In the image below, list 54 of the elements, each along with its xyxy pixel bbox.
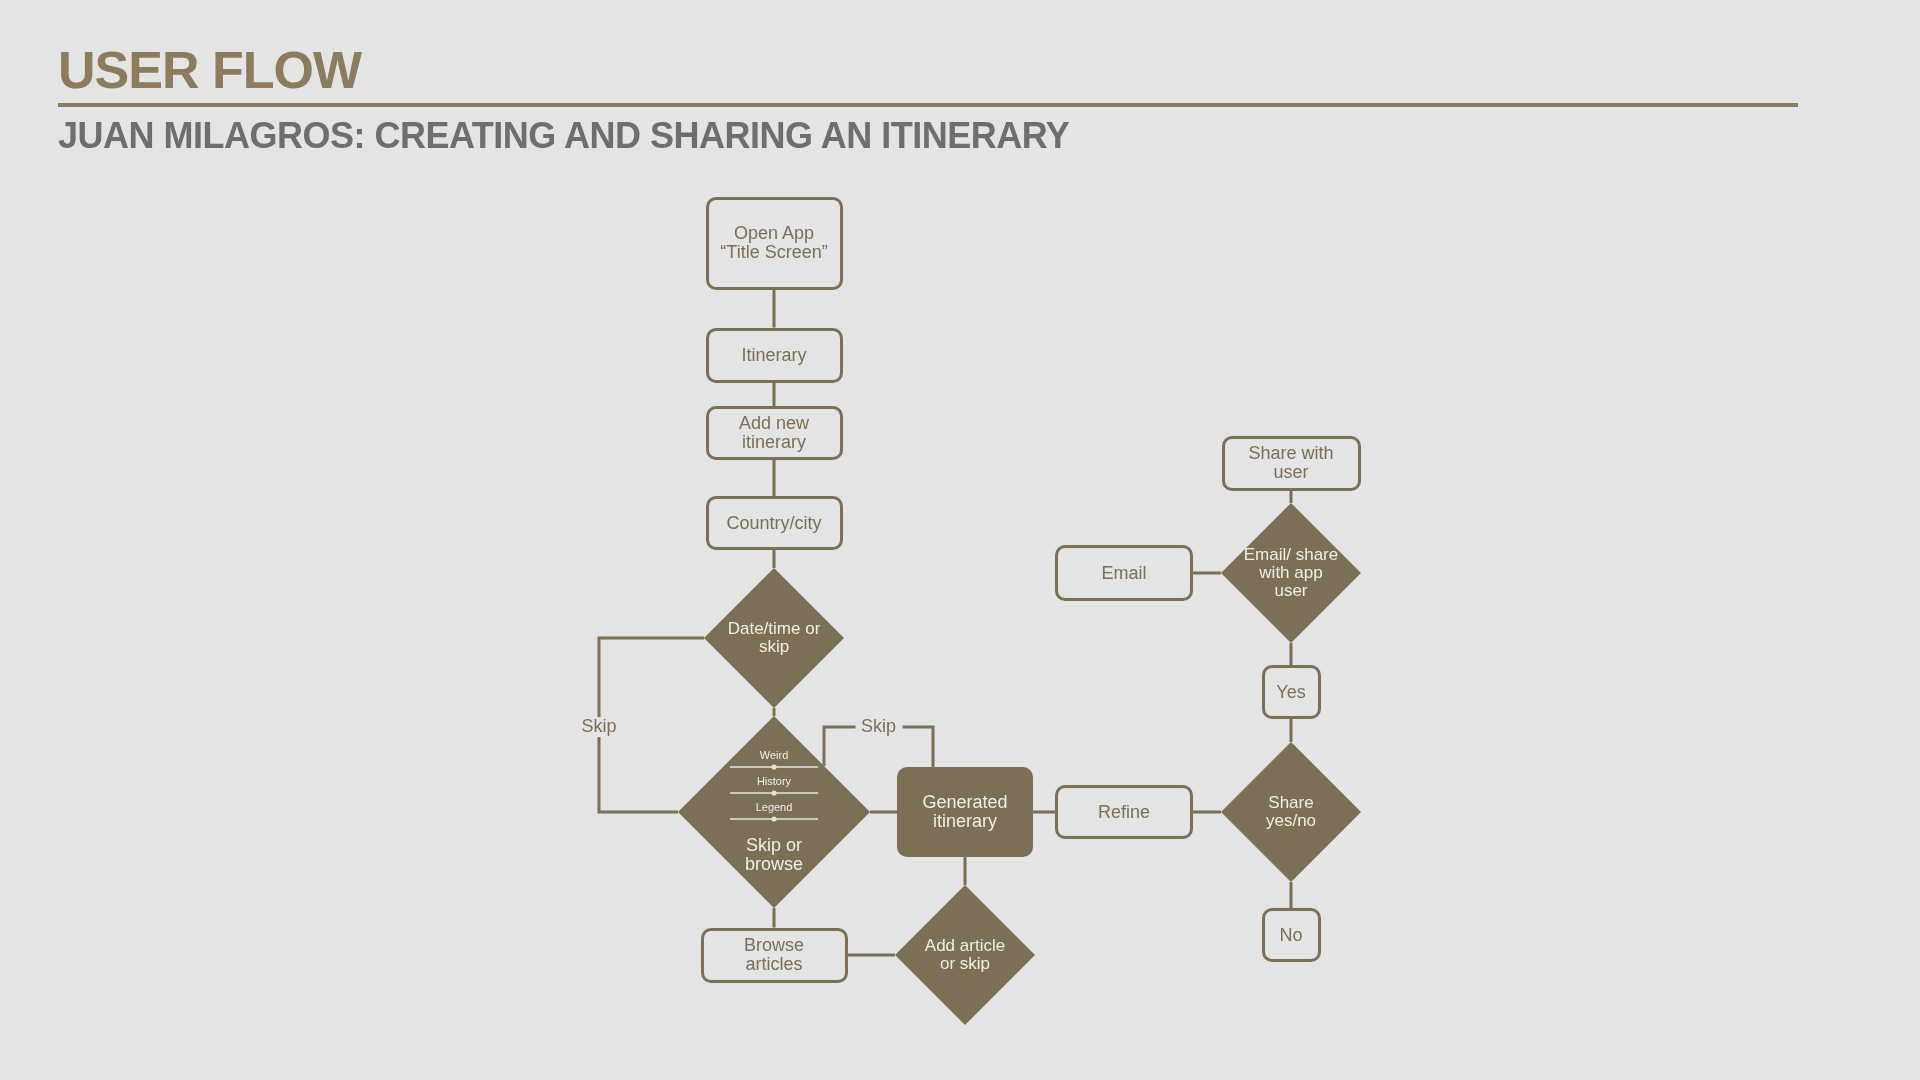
process-box bbox=[897, 767, 1033, 857]
step-box bbox=[705, 327, 843, 383]
node-label: Yes bbox=[1276, 682, 1306, 702]
slider-label: Weird bbox=[759, 750, 789, 761]
node-label: Share with user bbox=[1247, 444, 1335, 482]
decision-diamond bbox=[895, 885, 1035, 1025]
step-box bbox=[1055, 785, 1193, 839]
node-label: Add new itinerary bbox=[737, 414, 811, 452]
step-box bbox=[705, 406, 843, 460]
node-label: No bbox=[1279, 925, 1303, 945]
connector-line bbox=[1193, 571, 1221, 575]
decision-diamond bbox=[704, 568, 844, 708]
node-label: Generated itinerary bbox=[921, 793, 1009, 831]
connector-line bbox=[772, 460, 776, 496]
subtitle: JUAN MILAGROS: CREATING AND SHARING AN ITINERARY bbox=[58, 116, 1070, 156]
connector-line bbox=[1033, 810, 1055, 814]
connector-line bbox=[772, 908, 776, 928]
connector-line bbox=[772, 550, 776, 568]
node-label: Share yes/no bbox=[1264, 794, 1318, 830]
node-label: Browse articles bbox=[743, 936, 805, 974]
decision-diamond bbox=[1221, 742, 1361, 882]
page-title: USER FLOW bbox=[58, 44, 361, 96]
connector-line bbox=[847, 953, 895, 957]
connector-line bbox=[1289, 643, 1293, 665]
step-box bbox=[705, 496, 843, 550]
connector-line bbox=[597, 636, 704, 814]
node-label: Date/time or skip bbox=[726, 620, 822, 656]
connector-line bbox=[1289, 719, 1293, 742]
connector-line bbox=[1289, 882, 1293, 908]
decision-diamond bbox=[1221, 503, 1361, 643]
step-box bbox=[1055, 545, 1193, 601]
connector-line bbox=[772, 708, 776, 716]
node-label: Refine bbox=[1098, 802, 1150, 822]
step-box bbox=[1221, 435, 1361, 491]
node-label: Email/ share with app user bbox=[1242, 546, 1340, 600]
node-label: Open App “Title Screen” bbox=[719, 224, 829, 262]
edge-label: Skip bbox=[855, 717, 902, 737]
node-label: Email bbox=[1101, 563, 1147, 583]
step-box bbox=[1261, 908, 1321, 962]
connector-line bbox=[772, 382, 776, 406]
slider-label: Legend bbox=[755, 802, 793, 813]
step-box bbox=[705, 196, 843, 290]
step-box bbox=[700, 927, 848, 983]
step-box bbox=[1261, 665, 1321, 719]
node-label: Itinerary bbox=[741, 345, 807, 365]
connector-line bbox=[1289, 490, 1293, 503]
connector-line bbox=[772, 289, 776, 328]
node-label: Add article or skip bbox=[923, 937, 1007, 973]
connector-line bbox=[870, 810, 897, 814]
slider-label: History bbox=[756, 776, 792, 787]
node-label: Skip or browse bbox=[744, 836, 804, 874]
connector-line bbox=[1193, 810, 1221, 814]
node-label: Country/city bbox=[726, 513, 822, 533]
connector-line bbox=[963, 857, 967, 885]
